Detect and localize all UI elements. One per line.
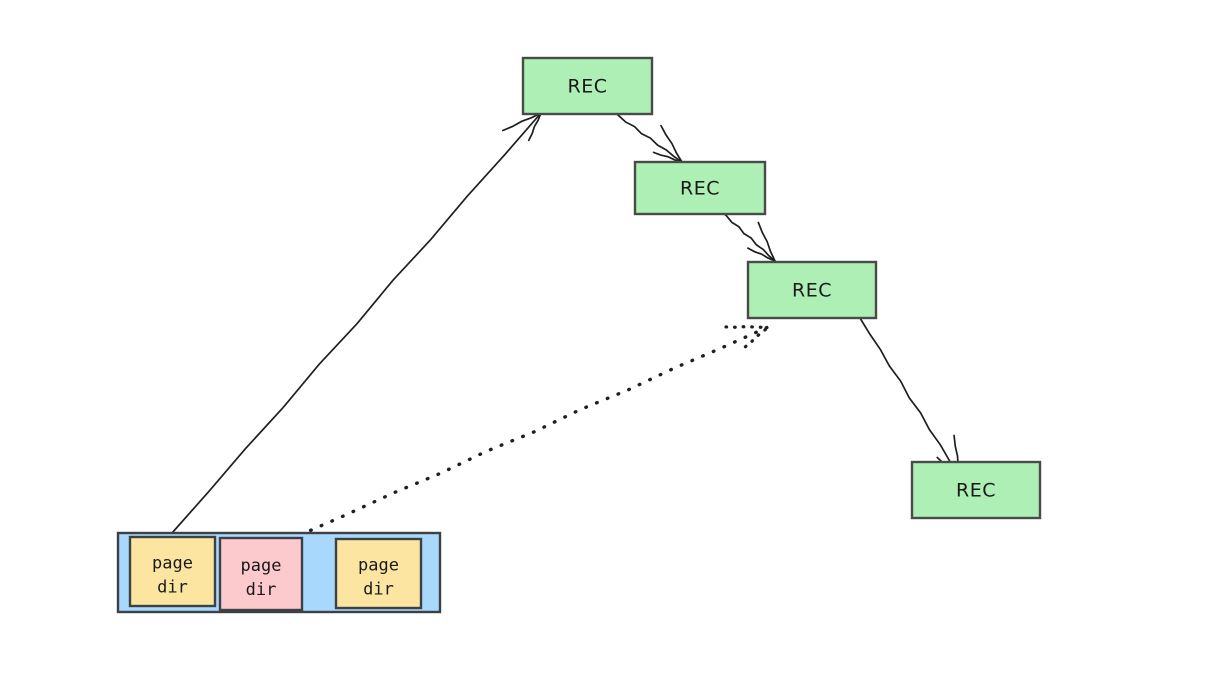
- page-dir-box[interactable]: [218, 536, 304, 612]
- page-dir-slot-1[interactable]: page dir: [128, 535, 217, 608]
- edge-pagedir1-to-rec1: [171, 112, 542, 534]
- page-dir-box[interactable]: [128, 535, 217, 608]
- record-box[interactable]: [521, 56, 654, 116]
- record-node-3[interactable]: REC: [746, 260, 878, 320]
- record-nodes-group: REC REC REC REC: [521, 56, 1042, 520]
- record-label: REC: [792, 280, 832, 302]
- edge-pagedir2-to-rec3: [298, 324, 770, 537]
- page-dir-slot-3[interactable]: page dir: [334, 537, 423, 610]
- page-dir-label-line1: page: [358, 556, 399, 576]
- page-directory-group[interactable]: page dir page dir page dir: [116, 531, 442, 614]
- record-label: REC: [568, 76, 608, 98]
- edge-rec3-to-rec4: [859, 317, 961, 478]
- page-dir-label-line1: page: [152, 554, 193, 574]
- page-dir-label-line2: dir: [363, 580, 394, 600]
- page-dir-label-line2: dir: [157, 578, 188, 598]
- record-label: REC: [680, 178, 720, 200]
- page-dir-slot-2[interactable]: page dir: [218, 536, 304, 612]
- page-dir-label-line2: dir: [246, 580, 277, 600]
- record-box[interactable]: [910, 460, 1042, 520]
- record-box[interactable]: [633, 160, 767, 216]
- record-box[interactable]: [746, 260, 878, 320]
- page-dir-box[interactable]: [334, 537, 423, 610]
- edges-layer: [171, 103, 961, 537]
- record-label: REC: [956, 480, 996, 502]
- record-node-1[interactable]: REC: [521, 56, 654, 116]
- record-node-2[interactable]: REC: [633, 160, 767, 216]
- page-dir-label-line1: page: [241, 556, 282, 576]
- record-node-4[interactable]: REC: [910, 460, 1042, 520]
